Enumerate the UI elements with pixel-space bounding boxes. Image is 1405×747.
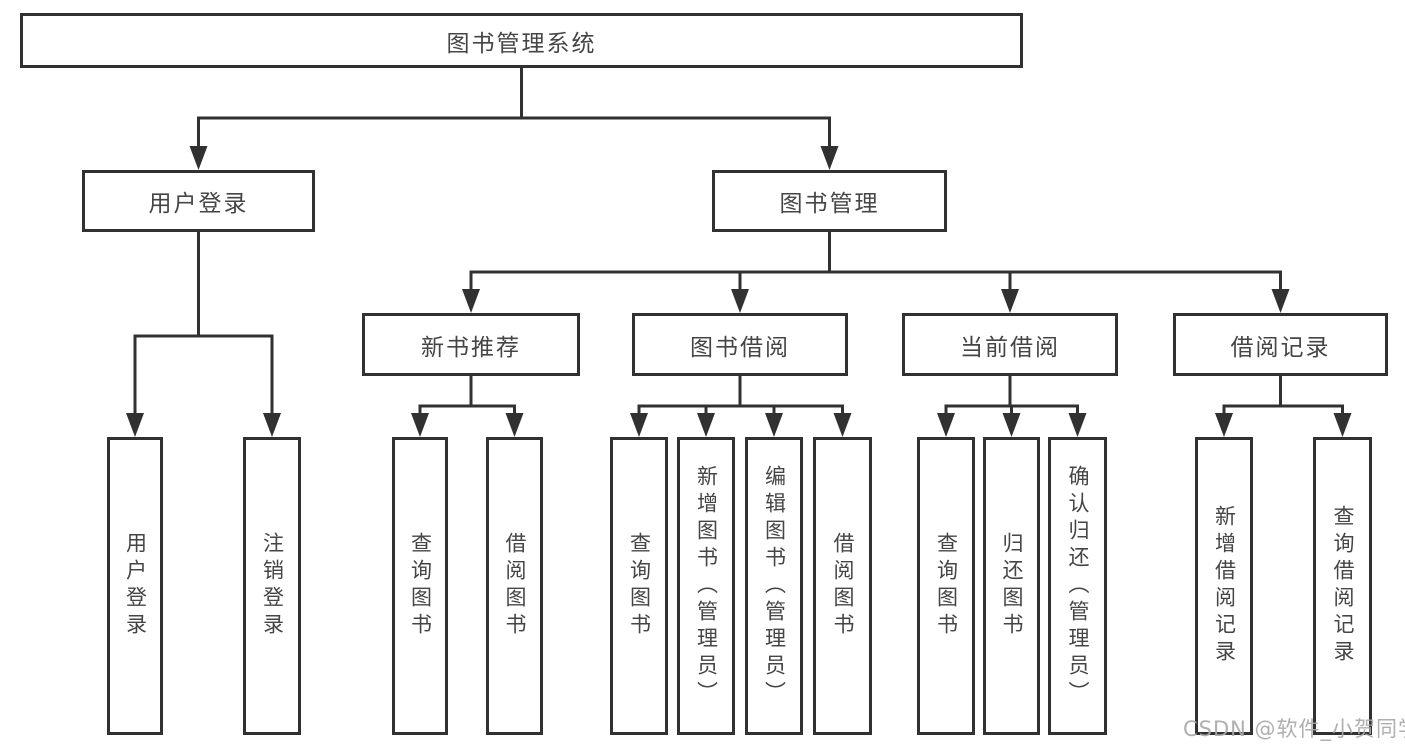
- arrowhead-new-book-rec: [462, 289, 480, 313]
- node-borrow-records: 借阅记录: [1173, 313, 1388, 376]
- node-label: 查询借阅记录: [1331, 505, 1355, 667]
- arrowhead-leaf-edit-book: [765, 413, 783, 437]
- node-label: 注销登录: [260, 532, 285, 640]
- node-leaf-return-book: 归还图书: [983, 437, 1040, 735]
- arrowhead-leaf-borrow-book-2: [833, 413, 852, 437]
- arrowhead-leaf-query-book-3: [937, 413, 955, 437]
- arrowhead-leaf-query-record: [1333, 413, 1352, 437]
- arrowhead-leaf-return-book: [1002, 413, 1021, 437]
- arrowhead-leaf-query-book-1: [411, 413, 429, 437]
- node-leaf-borrow-book-1: 借阅图书: [486, 437, 543, 735]
- arrowhead-leaf-logout: [263, 413, 281, 437]
- arrowhead-user-login: [189, 146, 208, 170]
- node-label: 编辑图书（管理员）: [762, 464, 787, 708]
- arrowhead-leaf-user-login: [126, 413, 144, 437]
- node-label: 图书管理: [779, 191, 880, 217]
- node-leaf-user-login: 用户登录: [107, 437, 163, 735]
- arrowhead-leaf-query-book-2: [630, 413, 648, 437]
- node-leaf-edit-book: 编辑图书（管理员）: [745, 437, 803, 735]
- node-leaf-borrow-book-2: 借阅图书: [813, 437, 872, 735]
- node-label: 确认归还（管理员）: [1066, 464, 1090, 708]
- node-label: 新书推荐: [421, 334, 521, 361]
- node-label: 当前借阅: [960, 334, 1060, 361]
- node-leaf-query-book-2: 查询图书: [610, 437, 668, 735]
- arrowhead-leaf-add-record: [1215, 413, 1233, 437]
- node-label: 借阅图书: [831, 532, 855, 640]
- node-label: 查询图书: [627, 532, 652, 640]
- arrowhead-current-borrow: [1001, 289, 1019, 313]
- arrowhead-leaf-add-book: [697, 413, 715, 437]
- node-new-book-rec: 新书推荐: [362, 313, 580, 376]
- node-label: 图书管理系统: [446, 30, 597, 57]
- arrowhead-borrow-records: [1271, 289, 1290, 313]
- node-leaf-add-record: 新增借阅记录: [1195, 437, 1253, 735]
- node-label: 借阅记录: [1230, 334, 1331, 361]
- node-label: 新增图书（管理员）: [694, 464, 719, 708]
- arrowhead-leaf-borrow-book-1: [505, 413, 524, 437]
- node-label: 用户登录: [148, 191, 249, 217]
- node-leaf-query-book-3: 查询图书: [917, 437, 975, 735]
- node-label: 图书借阅: [690, 334, 790, 361]
- node-label: 查询图书: [934, 532, 959, 640]
- node-leaf-add-book: 新增图书（管理员）: [677, 437, 735, 735]
- node-leaf-query-record: 查询借阅记录: [1313, 437, 1372, 735]
- arrowhead-book-borrow: [731, 289, 749, 313]
- csdn-watermark: CSDN @软件_小贺同学: [1183, 717, 1405, 741]
- node-label: 查询图书: [408, 532, 433, 640]
- node-leaf-query-book-1: 查询图书: [392, 437, 448, 735]
- node-leaf-confirm-return: 确认归还（管理员）: [1048, 437, 1107, 735]
- node-label: 归还图书: [1000, 532, 1024, 640]
- node-book-borrow: 图书借阅: [632, 313, 848, 376]
- node-label: 用户登录: [123, 532, 148, 640]
- node-root: 图书管理系统: [20, 13, 1023, 68]
- node-book-mgmt: 图书管理: [712, 170, 947, 232]
- arrowhead-leaf-confirm-return: [1068, 413, 1087, 437]
- node-leaf-logout: 注销登录: [243, 437, 301, 735]
- node-label: 新增借阅记录: [1212, 505, 1237, 667]
- node-label: 借阅图书: [503, 532, 527, 640]
- arrowhead-book-mgmt: [820, 146, 839, 170]
- node-user-login: 用户登录: [82, 170, 315, 232]
- node-current-borrow: 当前借阅: [902, 313, 1118, 376]
- connector-path: [133, 66, 1344, 419]
